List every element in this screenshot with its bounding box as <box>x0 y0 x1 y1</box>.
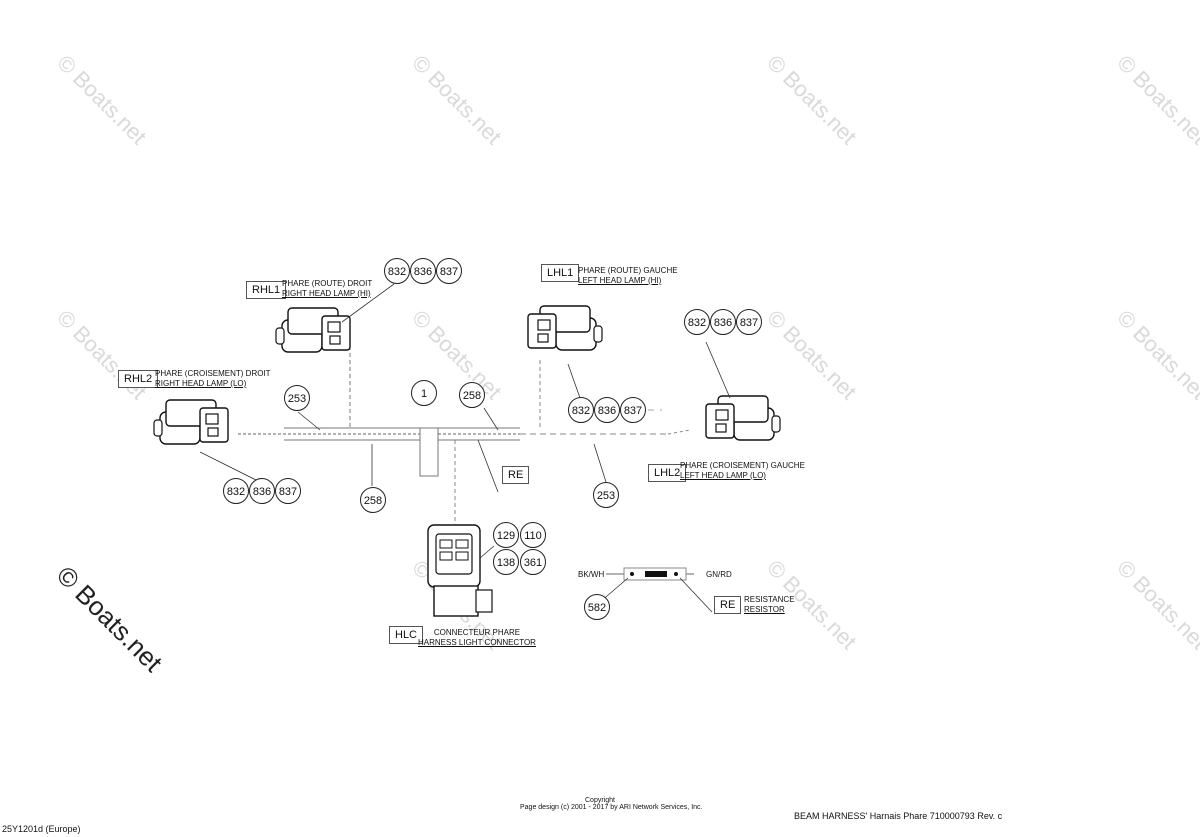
hlc-code: HLC <box>389 626 424 644</box>
callout-1: 1 <box>411 380 437 406</box>
svg-text:582: 582 <box>588 602 606 614</box>
svg-text:836: 836 <box>598 405 616 417</box>
hlc-callout-110: 110 <box>520 522 546 548</box>
footer-page-design: Page design (c) 2001 - 2017 by ARI Netwo… <box>520 804 703 811</box>
re-resistor-caption: RESISTANCE RESISTOR <box>744 595 795 615</box>
rhl1-callout-836: 836 <box>410 258 436 284</box>
re-resistor-fr: RESISTANCE <box>744 595 795 604</box>
hlc-fr: CONNECTEUR PHARE <box>433 628 521 637</box>
rhl1-en: RIGHT HEAD LAMP (HI) <box>282 289 371 298</box>
rhl2-en: RIGHT HEAD LAMP (LO) <box>155 379 247 388</box>
svg-text:832: 832 <box>572 405 590 417</box>
svg-text:361: 361 <box>524 557 542 569</box>
hlc-en: HARNESS LIGHT CONNECTOR <box>418 638 536 647</box>
svg-text:258: 258 <box>463 390 481 402</box>
svg-text:129: 129 <box>497 530 515 542</box>
footer-copyright: Copyright <box>585 797 615 804</box>
rhl2-code: RHL2 <box>118 370 159 388</box>
rhl1-callout-837: 837 <box>436 258 462 284</box>
svg-text:110: 110 <box>524 530 542 542</box>
hlc-callout-361: 361 <box>520 549 546 575</box>
rhl1-callout-832: 832 <box>384 258 410 284</box>
rhl1-fr: PHARE (ROUTE) DROIT <box>282 279 373 288</box>
rhl2-callout-832: 832 <box>223 478 249 504</box>
lhl2-fr: PHARE (CROISEMENT) GAUCHE <box>680 461 805 470</box>
re-main-code: RE <box>502 466 530 484</box>
rhl1-code: RHL1 <box>246 281 287 299</box>
lhl2-callout-832: 832 <box>684 309 710 335</box>
rhl1-lamp-icon <box>275 307 351 353</box>
svg-text:837: 837 <box>624 405 642 417</box>
svg-text:832: 832 <box>688 317 706 329</box>
svg-text:836: 836 <box>253 486 271 498</box>
svg-text:837: 837 <box>440 266 458 278</box>
svg-text:258: 258 <box>364 495 382 507</box>
lhl1-lamp-icon <box>527 305 603 351</box>
lhl1-callout-836: 836 <box>594 397 620 423</box>
lhl1-callout-837: 837 <box>620 397 646 423</box>
lhl2-callout-837: 837 <box>736 309 762 335</box>
callout-582: 582 <box>584 594 610 620</box>
hlc-caption: CONNECTEUR PHARE HARNESS LIGHT CONNECTOR <box>418 628 536 648</box>
lhl1-fr: PHARE (ROUTE) GAUCHE <box>578 266 678 275</box>
rhl2-callout-836: 836 <box>249 478 275 504</box>
svg-text:253: 253 <box>288 393 306 405</box>
lhl1-callout-832: 832 <box>568 397 594 423</box>
resistor-icon <box>606 567 694 581</box>
lhl2-en: LEFT HEAD LAMP (LO) <box>680 471 766 480</box>
svg-text:836: 836 <box>714 317 732 329</box>
svg-text:837: 837 <box>740 317 758 329</box>
svg-text:138: 138 <box>497 557 515 569</box>
lhl2-code: LHL2 <box>648 464 687 482</box>
wire-right-label: GN/RD <box>706 570 732 579</box>
lhl2-lamp-icon <box>705 395 781 441</box>
lhl1-code: LHL1 <box>541 264 580 282</box>
rhl1-caption: PHARE (ROUTE) DROIT RIGHT HEAD LAMP (HI) <box>282 279 372 299</box>
callout-258-bottom: 258 <box>360 487 386 513</box>
callout-253-left: 253 <box>284 385 310 411</box>
svg-text:1: 1 <box>421 388 427 400</box>
rhl2-caption: PHARE (CROISEMENT) DROIT RIGHT HEAD LAMP… <box>155 369 271 389</box>
lhl1-caption: PHARE (ROUTE) GAUCHE LEFT HEAD LAMP (HI) <box>578 266 678 286</box>
hlc-callout-138: 138 <box>493 549 519 575</box>
callout-258-top: 258 <box>459 382 485 408</box>
hlc-connector-icon <box>427 524 493 617</box>
rhl2-lamp-icon <box>153 399 229 445</box>
lhl1-en: LEFT HEAD LAMP (HI) <box>578 276 662 285</box>
footer-model: 25Y1201d (Europe) <box>2 824 81 834</box>
wire-left-label: BK/WH <box>578 570 605 579</box>
lhl2-caption: PHARE (CROISEMENT) GAUCHE LEFT HEAD LAMP… <box>680 461 805 481</box>
svg-text:837: 837 <box>279 486 297 498</box>
re-resistor-en: RESISTOR <box>744 605 785 614</box>
rhl2-callout-837: 837 <box>275 478 301 504</box>
rhl2-fr: PHARE (CROISEMENT) DROIT <box>155 369 271 378</box>
callout-253-right: 253 <box>593 482 619 508</box>
svg-text:832: 832 <box>227 486 245 498</box>
svg-text:832: 832 <box>388 266 406 278</box>
svg-text:836: 836 <box>414 266 432 278</box>
lhl2-callout-836: 836 <box>710 309 736 335</box>
re-resistor-code: RE <box>714 596 742 614</box>
svg-text:253: 253 <box>597 490 615 502</box>
footer-title: BEAM HARNESS' Harnais Phare 710000793 Re… <box>794 811 1003 821</box>
hlc-callout-129: 129 <box>493 522 519 548</box>
